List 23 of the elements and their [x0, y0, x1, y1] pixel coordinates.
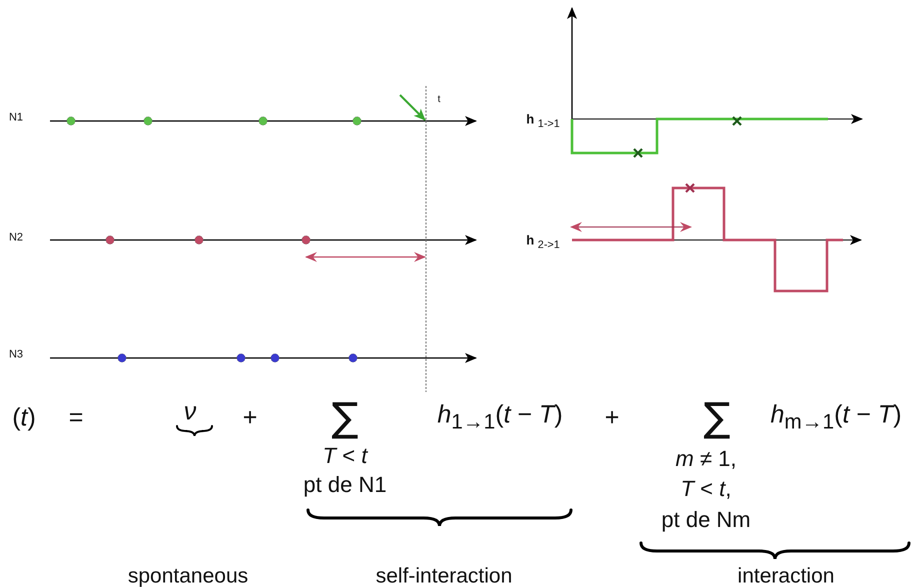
- term-label: spontaneous: [128, 566, 248, 586]
- axis-label: N2: [8, 232, 24, 244]
- axis-label: N1: [8, 112, 24, 124]
- axis-label: N3: [8, 350, 24, 360]
- function-label: h $_{1->1}$: [526, 112, 560, 130]
- term-label: interaction: [738, 566, 834, 586]
- formula-term: h$_{1→1}$(t − T): [437, 402, 563, 434]
- formula-operator: =: [68, 406, 84, 430]
- sum-condition: T < t: [322, 445, 368, 467]
- formula-term: ν: [184, 400, 196, 424]
- sum-condition: m ≠ 1,: [676, 448, 736, 470]
- term-label: self-interaction: [376, 566, 512, 586]
- sum-condition: pt de N1: [303, 474, 387, 496]
- sum-condition: pt de Nm: [661, 509, 751, 531]
- formula-term: (t): [12, 406, 36, 430]
- sum-symbol: ∑: [332, 398, 358, 438]
- sum-condition: T < t,: [680, 478, 732, 500]
- time-label: t: [438, 95, 440, 105]
- function-label: h $_{2->1}$: [526, 233, 560, 251]
- formula-operator: +: [604, 406, 620, 430]
- formula-term: h$_{m→1}$(t − T): [770, 402, 902, 434]
- formula-operator: +: [242, 406, 258, 430]
- sum-symbol: ∑: [704, 398, 730, 438]
